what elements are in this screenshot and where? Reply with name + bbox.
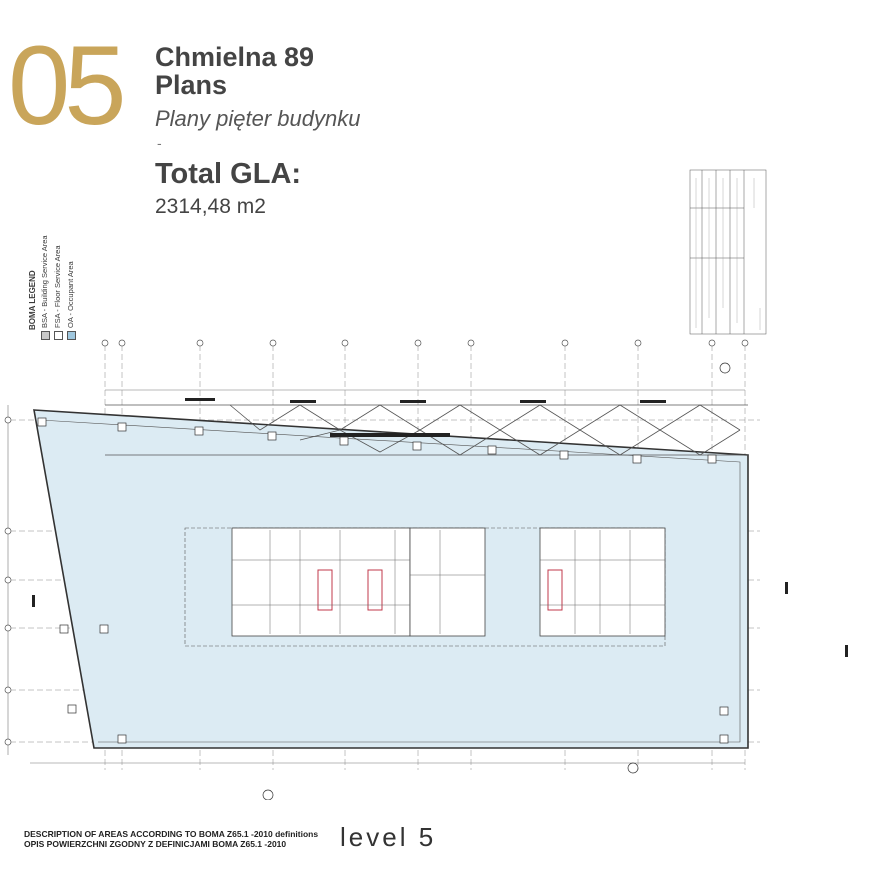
boma-legend: BOMA LEGEND BSA - Building Service Area …	[24, 235, 94, 340]
legend-item-bsa: BSA - Building Service Area	[40, 235, 50, 340]
legend-label-oa: OA - Occupant Area	[66, 261, 75, 328]
page-title: Chmielna 89 Plans	[155, 42, 315, 100]
footer-description-en: DESCRIPTION OF AREAS ACCORDING TO BOMA Z…	[24, 829, 319, 839]
legend-title: BOMA LEGEND	[28, 270, 37, 330]
legend-label-fsa: FSA - Floor Service Area	[53, 245, 62, 328]
section-number: 05	[8, 23, 127, 148]
footer-description-pl: OPIS POWIERZCHNI ZGODNY Z DEFINICJAMI BO…	[24, 838, 287, 849]
level-label: level 5	[340, 822, 437, 852]
title-line-1: Chmielna 89	[155, 42, 315, 72]
legend-swatch-oa	[66, 331, 76, 340]
legend-swatch-bsa	[40, 331, 50, 340]
footer-description: DESCRIPTION OF AREAS ACCORDING TO BOMA Z…	[24, 829, 319, 850]
legend-item-oa: OA - Occupant Area	[66, 261, 76, 340]
gla-label: Total GLA:	[155, 158, 302, 190]
separator-dash: -	[157, 135, 162, 151]
gla-value: 2314,48 m2	[155, 195, 266, 218]
page-subtitle: Plany pięter budynku	[155, 106, 361, 131]
title-line-2: Plans	[155, 69, 228, 100]
legend-label-bsa: BSA - Building Service Area	[40, 235, 49, 328]
drawing-title-block	[689, 169, 767, 335]
legend-item-fsa: FSA - Floor Service Area	[53, 245, 63, 340]
floor-plan-drawing	[4, 339, 848, 800]
legend-swatch-fsa	[53, 331, 63, 340]
